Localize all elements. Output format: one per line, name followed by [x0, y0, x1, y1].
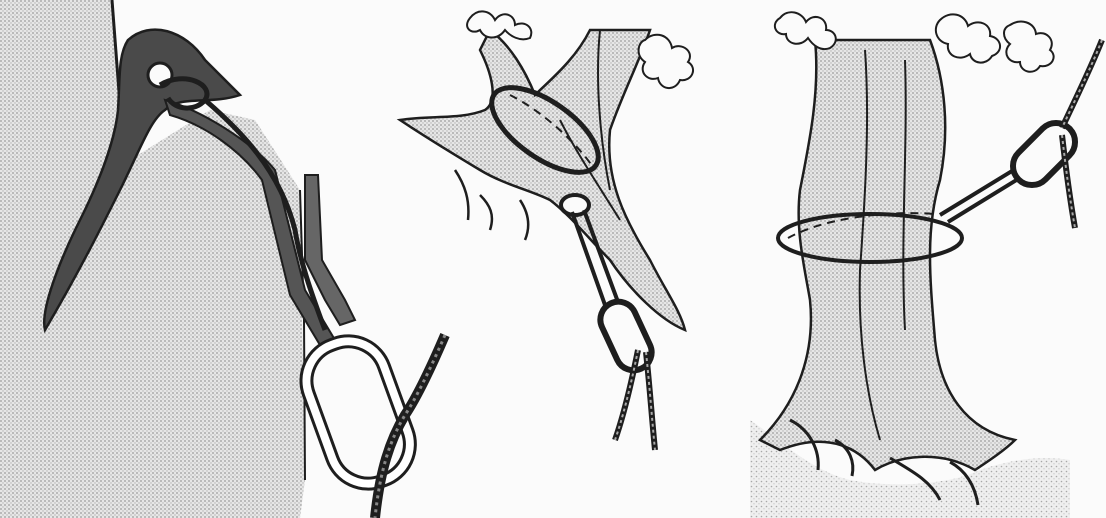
branch-sling-anchor-panel	[360, 0, 740, 518]
tree-branch-sling-illustration	[360, 0, 740, 518]
leaf-cluster-right	[639, 35, 693, 88]
carabiner	[1005, 115, 1083, 193]
leaf-cluster-far-right	[1004, 22, 1054, 72]
tree-trunk-sling-illustration	[740, 0, 1106, 518]
leaf-cluster-left	[775, 12, 836, 49]
trunk-sling-anchor-panel	[740, 0, 1106, 518]
tree-branch	[400, 30, 685, 330]
leaf-cluster-left	[467, 11, 531, 39]
leaf-cluster-right	[936, 14, 1000, 62]
